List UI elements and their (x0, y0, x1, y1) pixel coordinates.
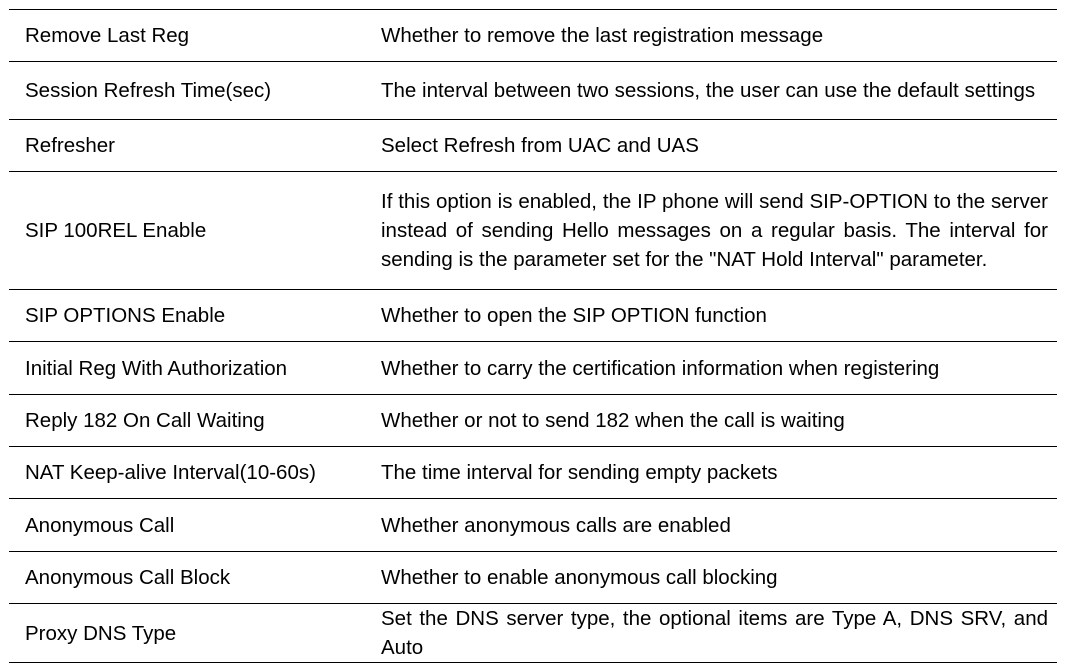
parameter-name: Proxy DNS Type (25, 621, 177, 645)
parameter-name: Remove Last Reg (25, 24, 190, 47)
parameter-name: Session Refresh Time(sec) (25, 79, 272, 102)
parameter-name: NAT Keep-alive Interval(10-60s) (25, 461, 316, 484)
parameter-description: Whether to enable anonymous call blockin… (381, 566, 778, 589)
table-row: Refresher Select Refresh from UAC and UA… (9, 119, 1057, 172)
parameter-description: The interval between two sessions, the u… (381, 79, 1036, 102)
parameter-description: Set the DNS server type, the optional it… (381, 607, 1048, 659)
parameter-description: Whether anonymous calls are enabled (381, 513, 731, 537)
parameter-name: Anonymous Call Block (25, 566, 231, 589)
parameter-name: SIP OPTIONS Enable (25, 304, 226, 327)
table-row: Reply 182 On Call Waiting Whether or not… (9, 394, 1057, 447)
table-row: NAT Keep-alive Interval(10-60s) The time… (9, 446, 1057, 499)
table-row: SIP OPTIONS Enable Whether to open the S… (9, 289, 1057, 342)
parameter-description: Whether to remove the last registration … (381, 24, 824, 47)
parameter-description: Select Refresh from UAC and UAS (381, 134, 699, 157)
parameter-description: If this option is enabled, the IP phone … (381, 190, 1048, 271)
parameter-description: The time interval for sending empty pack… (381, 461, 778, 484)
parameter-table-body: Remove Last Reg Whether to remove the la… (9, 9, 1057, 663)
table-row: Initial Reg With Authorization Whether t… (9, 341, 1057, 395)
parameter-description: Whether or not to send 182 when the call… (381, 409, 845, 432)
parameter-name: Initial Reg With Authorization (25, 356, 288, 380)
parameter-name: Anonymous Call (25, 513, 175, 537)
parameter-name: SIP 100REL Enable (25, 219, 207, 242)
table-row: Remove Last Reg Whether to remove the la… (9, 9, 1057, 62)
parameter-description: Whether to carry the certification infor… (381, 356, 940, 380)
table-row: Proxy DNS Type Set the DNS server type, … (9, 603, 1057, 663)
parameter-description: Whether to open the SIP OPTION function (381, 304, 767, 327)
table-row: Anonymous Call Whether anonymous calls a… (9, 498, 1057, 552)
table-row: Session Refresh Time(sec) The interval b… (9, 61, 1057, 120)
parameter-name: Refresher (25, 134, 116, 157)
parameter-name: Reply 182 On Call Waiting (25, 409, 265, 432)
parameter-table: Remove Last Reg Whether to remove the la… (9, 9, 1057, 663)
table-row: Anonymous Call Block Whether to enable a… (9, 551, 1057, 604)
table-row: SIP 100REL Enable If this option is enab… (9, 171, 1057, 290)
